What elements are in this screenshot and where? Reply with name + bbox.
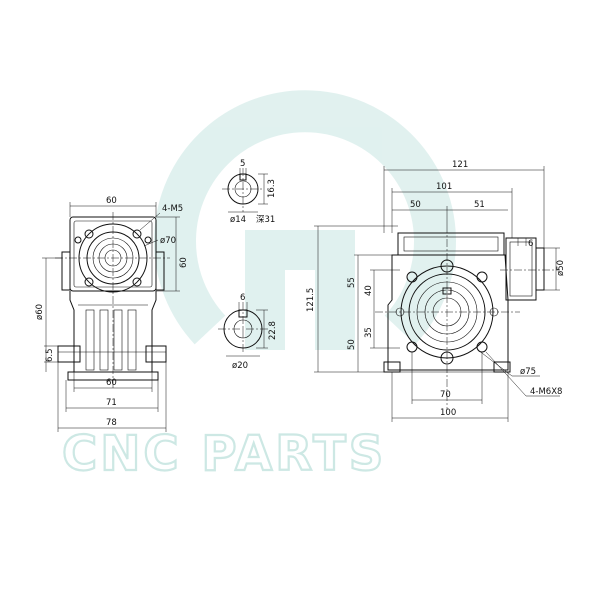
right-dim-35: 35 [364, 327, 374, 338]
right-dim-40: 40 [364, 285, 374, 296]
watermark-logo [154, 90, 456, 350]
shaft-section-1: 5 16.3 ø14 深31 [222, 159, 277, 225]
left-dim-top: 60 [106, 196, 117, 206]
right-dim-70: 70 [440, 390, 451, 400]
right-dim-o50: ø50 [556, 260, 566, 276]
right-dim-o75: ø75 [520, 367, 536, 377]
left-dim-right: 60 [179, 257, 189, 268]
right-dim-50-left: 50 [347, 339, 357, 350]
right-dim-101: 101 [436, 182, 452, 192]
shaft1-bore: ø14 [230, 215, 246, 225]
right-dim-121: 121 [452, 160, 468, 170]
left-side-view: 60 4-M5 ø70 60 ø60 6.5 60 71 78 [35, 196, 189, 432]
left-callout-holes: 4-M5 [162, 204, 183, 214]
right-dim-55: 55 [347, 277, 357, 288]
right-dim-6: 6 [528, 239, 533, 249]
shaft2-key-width: 6 [240, 293, 245, 303]
right-front-view: 121 101 50 51 6 ø50 121.5 55 40 35 50 [306, 160, 566, 422]
left-dim-circle: ø70 [160, 236, 176, 246]
shaft-section-2: 6 22.8 ø20 [218, 293, 278, 371]
shaft1-key-height: 16.3 [267, 179, 277, 198]
left-dim-small: 6.5 [45, 348, 55, 362]
left-dim-bottom-3: 78 [106, 418, 117, 428]
left-dim-bottom-1: 60 [106, 378, 117, 388]
left-dim-bottom-2: 71 [106, 398, 117, 408]
right-dim-100: 100 [440, 408, 456, 418]
right-dim-51: 51 [474, 200, 485, 210]
shaft2-bore: ø20 [232, 361, 248, 371]
watermark-text: CNC PARTS [62, 426, 386, 482]
right-dim-121-5: 121.5 [306, 288, 316, 312]
right-callout-holes: 4-M6X8 [530, 387, 562, 397]
shaft1-depth: 深31 [256, 215, 275, 225]
left-dim-left: ø60 [35, 304, 45, 320]
right-dim-50-top: 50 [410, 200, 421, 210]
shaft1-key-width: 5 [240, 159, 245, 169]
shaft2-key-height: 22.8 [268, 321, 278, 340]
